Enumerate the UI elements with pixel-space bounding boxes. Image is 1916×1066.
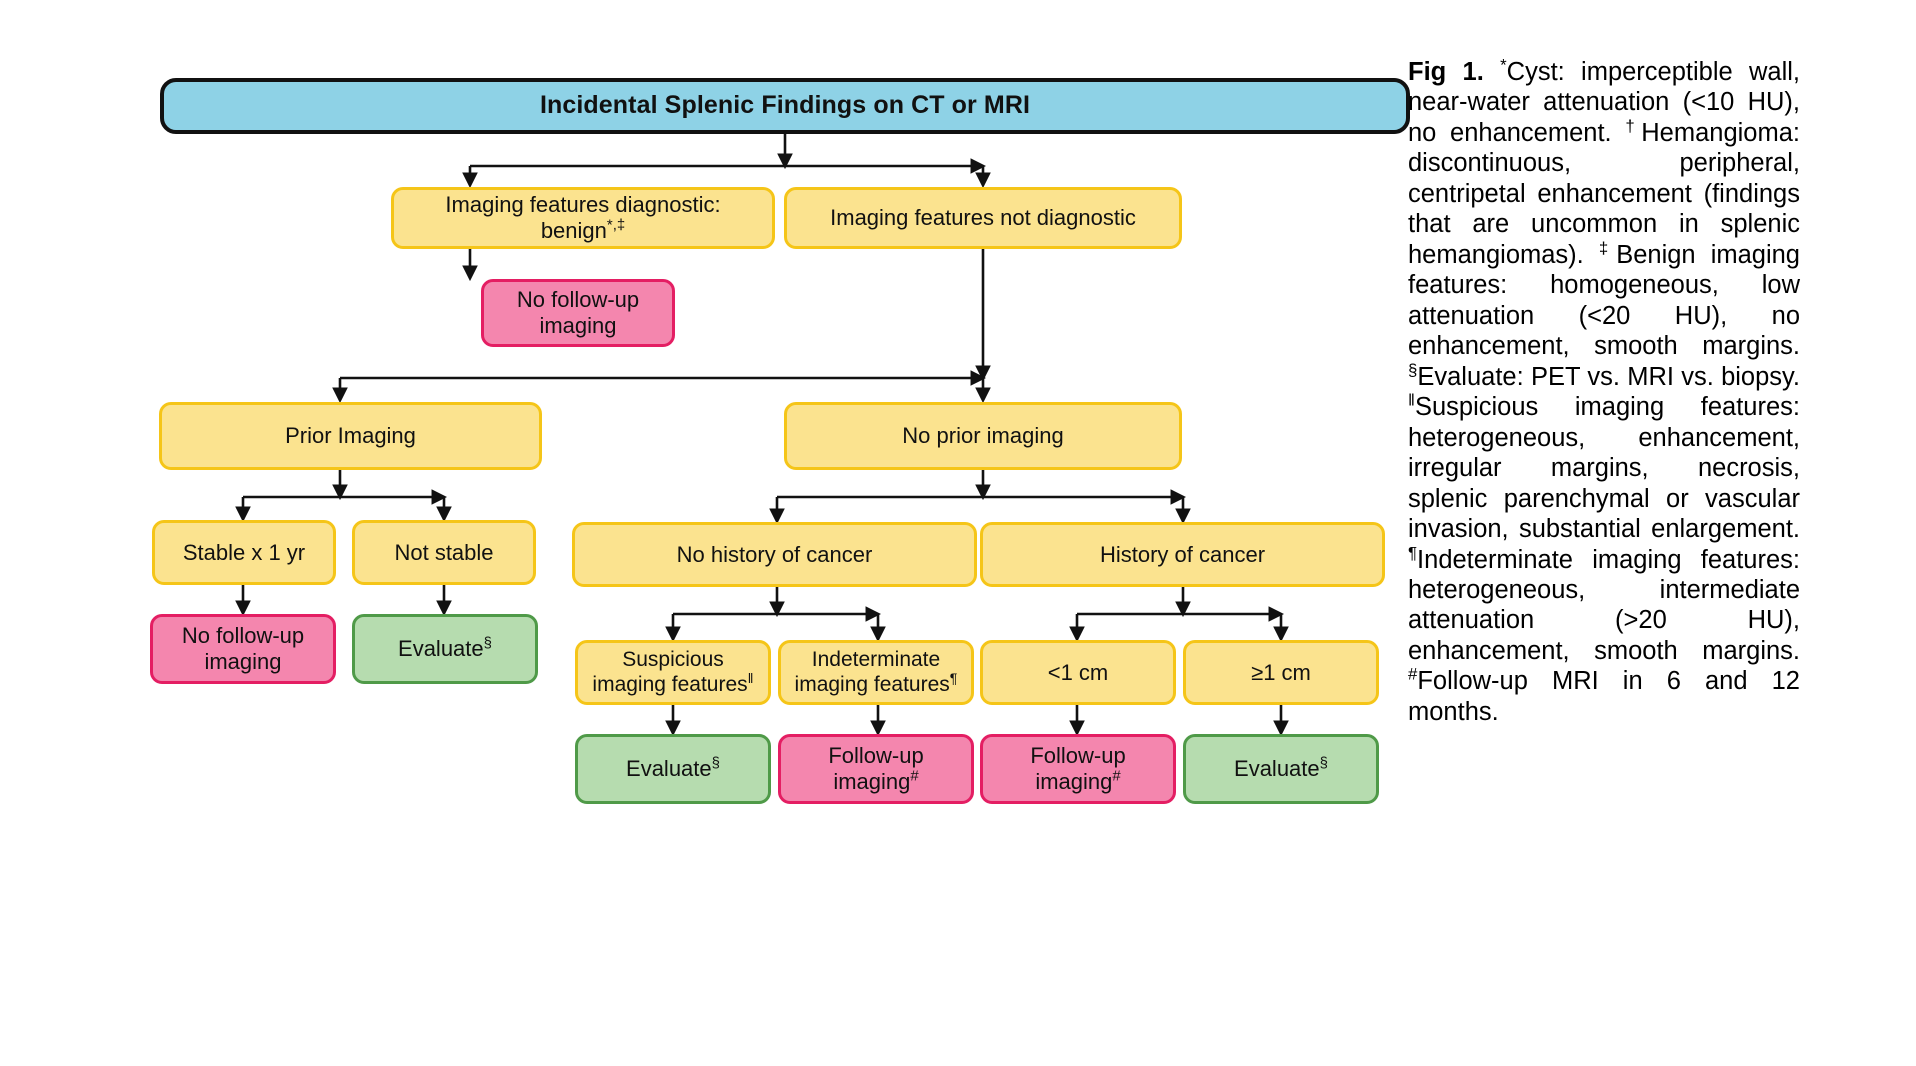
footnote-marker-dagger: †	[1625, 116, 1642, 136]
text: Evaluate	[398, 636, 484, 662]
footnote-marker: ‖	[747, 670, 754, 687]
node-history-of-cancer-label: History of cancer	[1099, 541, 1266, 567]
node-evaluate-3-label: Evaluate§	[1194, 756, 1368, 782]
node-root[interactable]: Incidental Splenic Findings on CT or MRI	[160, 78, 1410, 134]
node-no-followup-imaging-1-label: No follow-up imaging	[516, 287, 640, 338]
node-stable-1yr[interactable]: Stable x 1 yr	[152, 520, 336, 585]
node-imaging-features-not-diagnostic-label: Imaging features not diagnostic	[830, 205, 1136, 231]
footnote-marker-double-dagger: ‡	[1598, 238, 1617, 258]
node-no-followup-imaging-2[interactable]: No follow-up imaging	[150, 614, 336, 684]
node-evaluate-3[interactable]: Evaluate§	[1183, 734, 1379, 804]
footnote-marker: #	[910, 767, 919, 785]
node-lt-1cm-label: <1 cm	[1047, 659, 1109, 685]
footnote-marker-parallel: ‖	[1408, 390, 1415, 410]
footnote-marker: §	[711, 754, 720, 772]
node-evaluate-2[interactable]: Evaluate§	[575, 734, 771, 804]
caption-segment-cyst: Cyst: imperceptible wall, near-water att…	[1408, 58, 1800, 147]
footnote-marker-hash: #	[1408, 664, 1418, 684]
text: Indeterminate imaging features	[794, 647, 950, 696]
node-no-history-of-cancer-label: No history of cancer	[676, 541, 873, 567]
node-followup-imaging-2[interactable]: Follow-up imaging#	[980, 734, 1176, 804]
node-imaging-features-diagnostic-benign[interactable]: Imaging features diagnostic: benign*,‡	[391, 187, 775, 249]
node-history-of-cancer[interactable]: History of cancer	[980, 522, 1385, 587]
footnote-marker: §	[1319, 754, 1328, 772]
figure-caption-label: Fig 1.	[1408, 58, 1484, 86]
node-followup-imaging-1-label: Follow-up imaging#	[789, 743, 963, 795]
node-imaging-features-diagnostic-benign-label: Imaging features diagnostic: benign*,‡	[402, 192, 764, 244]
caption-segment-hemangioma: Hemangioma: discontinuous, peripheral, c…	[1408, 118, 1800, 269]
text: Suspicious imaging features	[592, 647, 748, 696]
node-suspicious-imaging-features-label: Suspicious imaging features‖	[586, 648, 760, 698]
node-evaluate-2-label: Evaluate§	[586, 756, 760, 782]
text: Imaging features diagnostic: benign	[445, 192, 721, 243]
text: Follow-up imaging	[1030, 743, 1126, 794]
node-lt-1cm[interactable]: <1 cm	[980, 640, 1176, 705]
footnote-marker-pilcrow: ¶	[1408, 543, 1418, 562]
footnote-marker: §	[483, 634, 492, 652]
node-followup-imaging-1[interactable]: Follow-up imaging#	[778, 734, 974, 804]
text: Evaluate	[1234, 756, 1320, 782]
node-gte-1cm[interactable]: ≥1 cm	[1183, 640, 1379, 705]
footnote-marker-asterisk: *	[1500, 55, 1507, 75]
node-evaluate-1-label: Evaluate§	[363, 636, 527, 662]
node-prior-imaging-label: Prior Imaging	[285, 423, 416, 449]
node-suspicious-imaging-features[interactable]: Suspicious imaging features‖	[575, 640, 771, 705]
node-no-history-of-cancer[interactable]: No history of cancer	[572, 522, 977, 587]
caption-segment-followup-mri: Follow-up MRI in 6 and 12 months.	[1408, 667, 1800, 726]
figure-caption: Fig 1. *Cyst: imperceptible wall, near-w…	[1408, 57, 1800, 727]
caption-segment-evaluate: Evaluate: PET vs. MRI vs. biopsy.	[1417, 362, 1800, 391]
node-no-followup-imaging-1[interactable]: No follow-up imaging	[481, 279, 675, 347]
node-not-stable[interactable]: Not stable	[352, 520, 536, 585]
node-stable-1yr-label: Stable x 1 yr	[182, 539, 306, 565]
footnote-marker: #	[1112, 767, 1121, 785]
footnote-marker: *,‡	[606, 216, 626, 234]
node-no-prior-imaging[interactable]: No prior imaging	[784, 402, 1182, 470]
node-gte-1cm-label: ≥1 cm	[1251, 659, 1311, 685]
node-not-stable-label: Not stable	[394, 539, 494, 565]
caption-segment-suspicious-features: Suspicious imaging features: heterogeneo…	[1408, 393, 1800, 544]
node-imaging-features-not-diagnostic[interactable]: Imaging features not diagnostic	[784, 187, 1182, 249]
node-no-followup-imaging-2-label: No follow-up imaging	[181, 623, 305, 674]
node-prior-imaging[interactable]: Prior Imaging	[159, 402, 542, 470]
node-indeterminate-imaging-features-label: Indeterminate imaging features¶	[789, 648, 963, 698]
node-followup-imaging-2-label: Follow-up imaging#	[991, 743, 1165, 795]
caption-segment-indeterminate-features: Indeterminate imaging features: heteroge…	[1408, 545, 1800, 665]
node-evaluate-1[interactable]: Evaluate§	[352, 614, 538, 684]
text: Evaluate	[626, 756, 712, 782]
text: Follow-up imaging	[828, 743, 924, 794]
footnote-marker: ¶	[949, 670, 958, 687]
node-indeterminate-imaging-features[interactable]: Indeterminate imaging features¶	[778, 640, 974, 705]
node-no-prior-imaging-label: No prior imaging	[902, 423, 1064, 449]
footnote-marker-section: §	[1408, 360, 1418, 380]
node-root-label: Incidental Splenic Findings on CT or MRI	[539, 91, 1031, 120]
caption-segment-benign-features: Benign imaging features: homogeneous, lo…	[1408, 240, 1800, 361]
